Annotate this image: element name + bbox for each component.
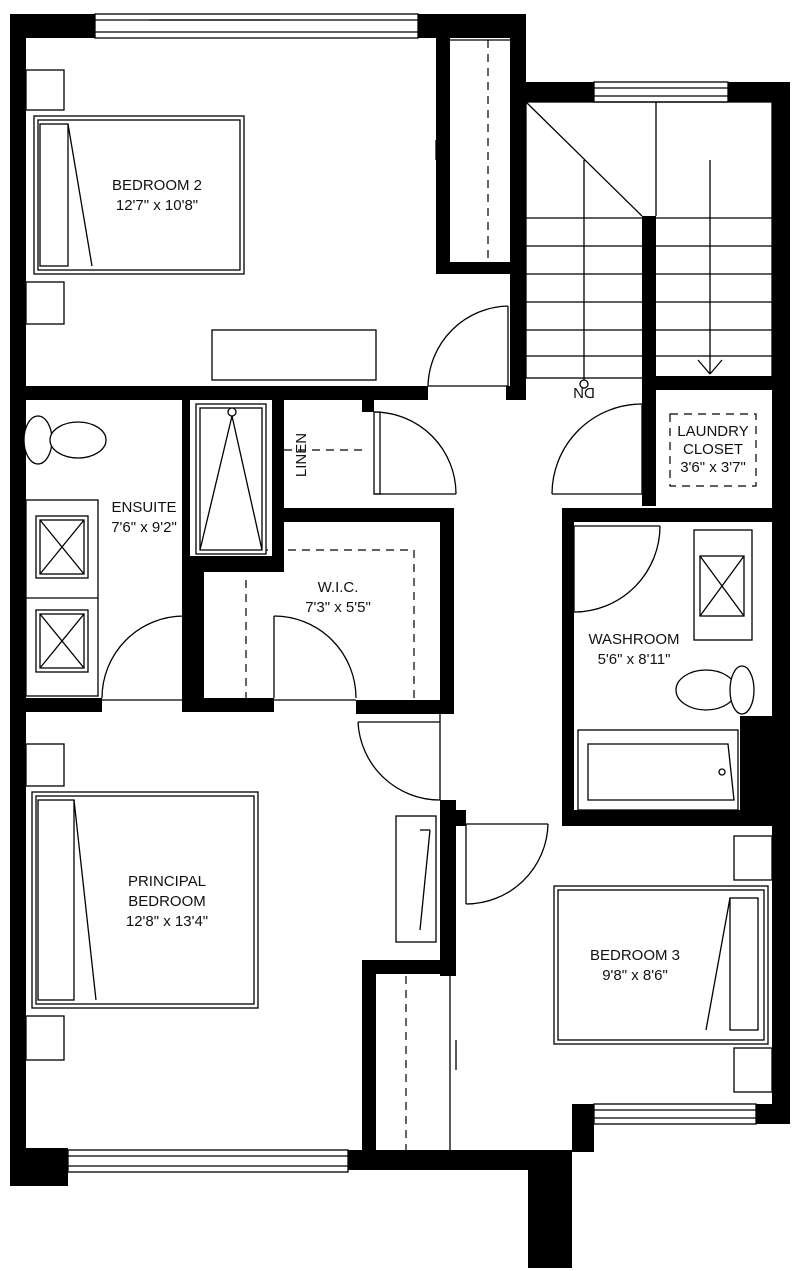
- washroom-name: WASHROOM: [588, 631, 679, 648]
- furniture-and-fixtures: [23, 69, 773, 1093]
- ensuite-size: 7'6" x 9'2": [111, 519, 177, 536]
- room-labels: BEDROOM 2 12'7" x 10'8" ENSUITE 7'6" x 9…: [111, 177, 749, 984]
- bed-icon: [31, 791, 259, 1009]
- exterior-walls: [10, 14, 790, 1268]
- toilet-icon: [675, 669, 737, 711]
- bathtub-icon: [577, 729, 739, 811]
- principal-size: 12'8" x 13'4": [126, 913, 208, 930]
- sink-icon: [699, 555, 745, 617]
- closets: [245, 38, 757, 1150]
- principal-name-line2: BEDROOM: [128, 893, 206, 910]
- bed-icon: [553, 885, 769, 1045]
- toilet-icon: [23, 415, 53, 465]
- nightstand-icon: [733, 835, 773, 881]
- wic-name: W.I.C.: [318, 579, 359, 596]
- laundry-name-line2: CLOSET: [683, 441, 743, 458]
- laundry-name-line1: LAUNDRY: [677, 423, 748, 440]
- staircase: [525, 101, 773, 389]
- bedroom3-size: 9'8" x 8'6": [602, 967, 668, 984]
- nightstand-icon: [25, 69, 65, 111]
- bedroom3-name: BEDROOM 3: [590, 947, 680, 964]
- bedroom2-size: 12'7" x 10'8": [116, 197, 198, 214]
- doors: [101, 305, 661, 905]
- bed-icon: [33, 115, 245, 275]
- nightstand-icon: [733, 1047, 773, 1093]
- dresser-icon: [211, 329, 377, 381]
- shower-icon: [195, 403, 267, 555]
- wic-size: 7'3" x 5'5": [305, 599, 371, 616]
- washroom-size: 5'6" x 8'11": [598, 651, 671, 668]
- bedroom2-name: BEDROOM 2: [112, 177, 202, 194]
- nightstand-icon: [25, 1015, 65, 1061]
- stairs-direction-label: DN: [573, 384, 595, 401]
- linen-name: LINEN: [293, 433, 310, 477]
- laundry-size: 3'6" x 3'7": [680, 459, 746, 476]
- windows: [67, 13, 757, 1173]
- ensuite-name: ENSUITE: [111, 499, 176, 516]
- nightstand-icon: [25, 743, 65, 787]
- interior-walls: [26, 38, 772, 1150]
- principal-name-line1: PRINCIPAL: [128, 873, 206, 890]
- nightstand-icon: [25, 281, 65, 325]
